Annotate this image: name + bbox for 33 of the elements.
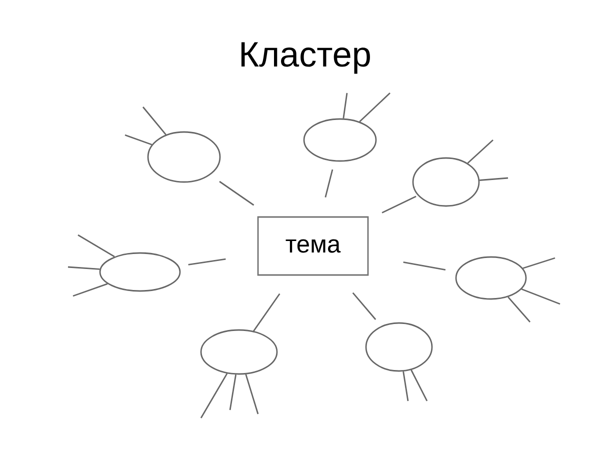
- branch-line: [72, 283, 108, 297]
- topic-box: тема: [257, 216, 369, 276]
- empty-ellipse: [200, 329, 278, 375]
- connector-line: [403, 262, 446, 270]
- branch-line: [200, 373, 228, 418]
- empty-ellipse: [147, 131, 221, 183]
- branch-line: [124, 134, 152, 146]
- branch-line: [229, 374, 237, 410]
- empty-ellipse: [365, 322, 433, 372]
- empty-ellipse: [412, 157, 480, 207]
- branch-line: [359, 92, 390, 122]
- branch-line: [480, 177, 508, 181]
- connector-line: [219, 180, 254, 206]
- branch-line: [522, 257, 556, 269]
- connector-line: [324, 169, 334, 198]
- branch-line: [78, 234, 115, 258]
- connector-line: [352, 292, 376, 320]
- branch-line: [342, 92, 348, 118]
- branch-line: [410, 370, 428, 402]
- connector-line: [188, 258, 226, 266]
- branch-line: [508, 296, 531, 322]
- branch-line: [68, 266, 100, 270]
- empty-ellipse: [99, 252, 181, 292]
- empty-ellipse: [455, 256, 527, 300]
- branch-line: [245, 374, 259, 414]
- branch-line: [142, 106, 166, 136]
- title: Кластер: [241, 42, 370, 74]
- connector-line: [382, 196, 416, 214]
- connector-line: [252, 293, 280, 332]
- branch-line: [402, 371, 409, 402]
- branch-line: [521, 288, 560, 305]
- empty-ellipse: [303, 118, 377, 162]
- branch-line: [467, 139, 494, 164]
